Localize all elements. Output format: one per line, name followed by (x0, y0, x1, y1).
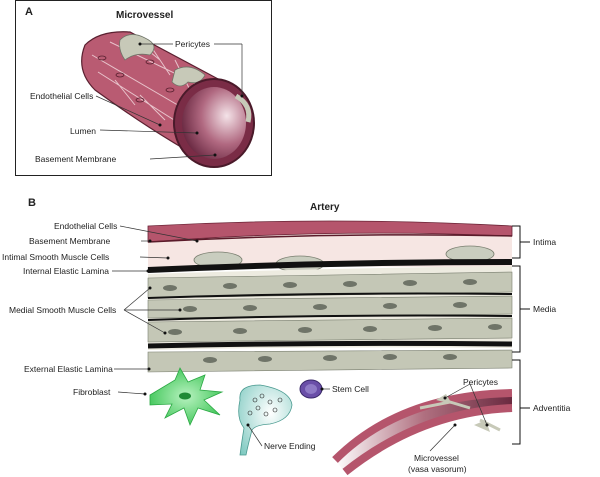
label-stem-cell: Stem Cell (332, 384, 369, 394)
layer-brackets (512, 225, 530, 445)
panel-b-title: Artery (310, 202, 340, 213)
panel-a-leaders (95, 43, 243, 160)
label-media: Media (533, 304, 557, 314)
panel-b-leaders (112, 225, 488, 452)
panel-a-letter: A (25, 6, 33, 18)
label-basement-a: Basement Membrane (35, 154, 117, 164)
label-eel: External Elastic Lamina (24, 364, 113, 374)
label-lumen: Lumen (70, 126, 96, 136)
label-vasa-vasorum: (vasa vasorum) (408, 464, 467, 474)
panel-b-letter: B (28, 197, 36, 209)
microvessel-illustration (81, 31, 255, 168)
panel-a-title: Microvessel (116, 10, 174, 21)
label-intima: Intima (533, 237, 557, 247)
label-pericytes-b: Pericytes (463, 377, 498, 387)
fibroblast-cell (149, 367, 224, 427)
label-basement-b: Basement Membrane (29, 236, 111, 246)
label-fibroblast: Fibroblast (73, 387, 111, 397)
label-microvessel: Microvessel (414, 453, 459, 463)
label-endothelial-a: Endothelial Cells (30, 91, 94, 101)
label-medial-smc: Medial Smooth Muscle Cells (9, 305, 117, 315)
nerve-ending (238, 384, 293, 456)
artery-wall (147, 220, 513, 373)
label-pericytes-a: Pericytes (175, 39, 210, 49)
label-adventitia: Adventitia (533, 403, 571, 413)
label-intimal-smc: Intimal Smooth Muscle Cells (2, 252, 110, 262)
label-iel: Internal Elastic Lamina (23, 266, 109, 276)
label-nerve-ending: Nerve Ending (264, 441, 316, 451)
label-endothelial-b: Endothelial Cells (54, 221, 118, 231)
vasa-vasorum (332, 389, 513, 476)
